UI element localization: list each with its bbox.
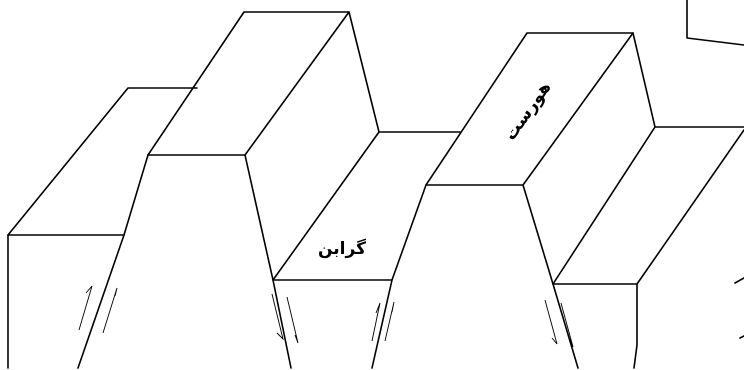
- right-edge-mark-lower: [740, 336, 744, 338]
- right-edge-mark-upper: [735, 278, 744, 283]
- left-fault-block: [8, 88, 197, 368]
- left-horst-block: [78, 12, 379, 368]
- fault-slip-arrow-left-2: [103, 288, 117, 333]
- graben-block: [273, 132, 460, 368]
- top-right-box-fragment: [687, 0, 744, 45]
- horst-label: هورست: [501, 78, 556, 144]
- fault-slip-arrow-left-1: [79, 286, 92, 330]
- fault-slip-arrow-right-2: [561, 303, 573, 347]
- fault-slip-arrow-right-1: [545, 300, 557, 344]
- fault-slip-arrow-center-left-2: [287, 297, 298, 343]
- right-fault-block: [553, 127, 744, 368]
- graben-label: گرابن: [318, 238, 366, 259]
